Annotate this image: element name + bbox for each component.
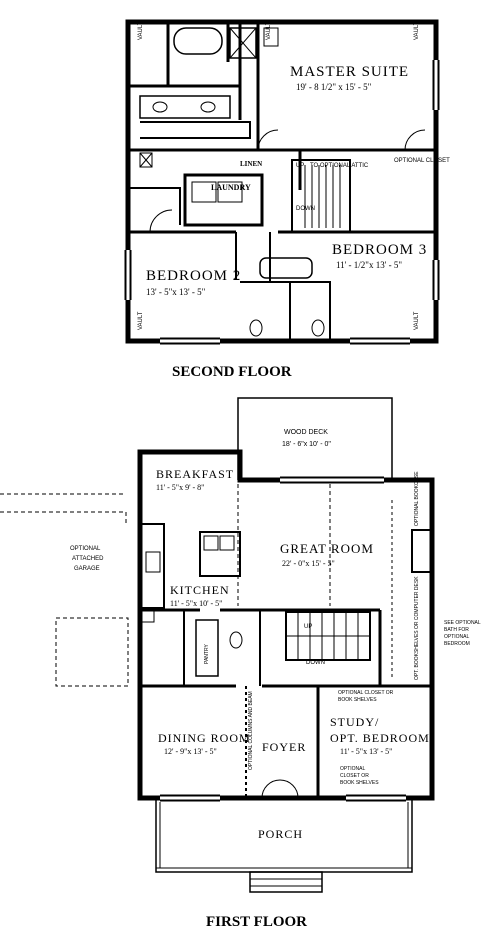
tub [173, 27, 223, 55]
garage-note-1: OPTIONAL [70, 546, 101, 552]
linen-label: LINEN [240, 160, 262, 168]
porch-label: PORCH [258, 827, 303, 841]
master-suite-label: MASTER SUITE [290, 64, 409, 80]
attic-label: TO OPTIONAL ATTIC [310, 163, 369, 169]
second-floor-title: SECOND FLOOR [172, 364, 292, 380]
stair-down-label: DOWN [296, 206, 315, 212]
vault-label-2: VAULT [266, 21, 272, 40]
vault-label-3: VAULT [414, 21, 420, 40]
stair-up-label-1f: UP [304, 624, 312, 630]
closet-bottom-note-2: CLOSET OR [340, 773, 369, 779]
garage-note-2: ATTACHED [72, 556, 104, 562]
bedroom-2-label: BEDROOM 2 [146, 268, 241, 284]
closet-bottom-note-1: OPTIONAL [340, 766, 366, 772]
study-label-line1: STUDY/ [330, 715, 379, 729]
shower [229, 27, 257, 59]
vault-label-1: VAULT [138, 21, 144, 40]
garage-outline-bottom [55, 617, 129, 687]
breakfast-dims: 11' - 5"x 9' - 8" [156, 483, 204, 492]
second-floor-plan [124, 19, 440, 345]
laundry-label: LAUNDRY [211, 183, 251, 192]
bedroom-3-label: BEDROOM 3 [332, 242, 427, 258]
bath-note-3: OPTIONAL [444, 634, 470, 640]
closet-top-note-2: BOOK SHELVES [338, 697, 377, 703]
closet-bottom-note-3: BOOK SHELVES [340, 780, 379, 786]
second-floor-outer-wall [125, 19, 439, 344]
great-room-label: GREAT ROOM [280, 541, 374, 556]
dining-room-label: DINING ROOM [158, 731, 251, 745]
optional-bookcase-note: OPTIONAL BOOKCASE [414, 471, 420, 526]
bedroom-3-dims: 11' - 1/2"x 13' - 5" [336, 260, 402, 270]
porch-steps [249, 871, 323, 893]
bath-note-4: BEDROOM [444, 641, 470, 647]
bedroom-2-dims: 13' - 5"x 13' - 5" [146, 287, 206, 297]
stair-up-label: UP [296, 163, 304, 169]
first-floor-title: FIRST FLOOR [206, 914, 307, 930]
dining-room-dims: 12' - 9"x 13' - 5" [164, 747, 217, 756]
master-suite-dims: 19' - 8 1/2" x 15' - 5" [296, 82, 372, 92]
breakfast-label: BREAKFAST [156, 467, 234, 481]
wood-deck-label: WOOD DECK [284, 429, 328, 436]
kitchen-dims: 11' - 5"x 10' - 5" [170, 599, 222, 608]
opt-bookshelves-note: OPT. BOOKSHELVES OR COMPUTER DESK [414, 576, 420, 680]
optional-closet-label: OPTIONAL CLOSET [394, 158, 450, 164]
vanity [139, 95, 231, 119]
wood-deck-outline [237, 397, 393, 480]
kitchen-island [199, 531, 241, 577]
study-dims: 11' - 5"x 13' - 5" [340, 747, 392, 756]
kitchen-label: KITCHEN [170, 583, 230, 597]
closet-top-note-1: OPTIONAL CLOSET OR [338, 690, 394, 696]
pantry-label: PANTRY [204, 644, 210, 664]
foyer-label: FOYER [262, 740, 306, 754]
great-room-dims: 22' - 0"x 15' - 5" [282, 559, 335, 568]
garage-outline-top [0, 493, 127, 524]
bath-note-1: SEE OPTIONAL [444, 620, 481, 626]
hall-bath-tub [259, 257, 313, 279]
stair-down-label-1f: DOWN [306, 660, 325, 666]
bath-note-2: BATH FOR [444, 627, 469, 633]
master-bath-walls [128, 22, 242, 120]
first-floor-plan [0, 397, 435, 893]
optional-columns-note: OPTIONAL COLUMNS AND BEAM [248, 691, 254, 770]
vault-label-4: VAULT [138, 311, 144, 330]
study-label-line2: OPT. BEDROOM [330, 731, 430, 745]
wood-deck-dims: 18' - 6"x 10' - 0" [282, 441, 331, 448]
vault-label-5: VAULT [414, 311, 420, 330]
first-floor-outer-wall [137, 449, 435, 801]
garage-note-3: GARAGE [74, 566, 100, 572]
